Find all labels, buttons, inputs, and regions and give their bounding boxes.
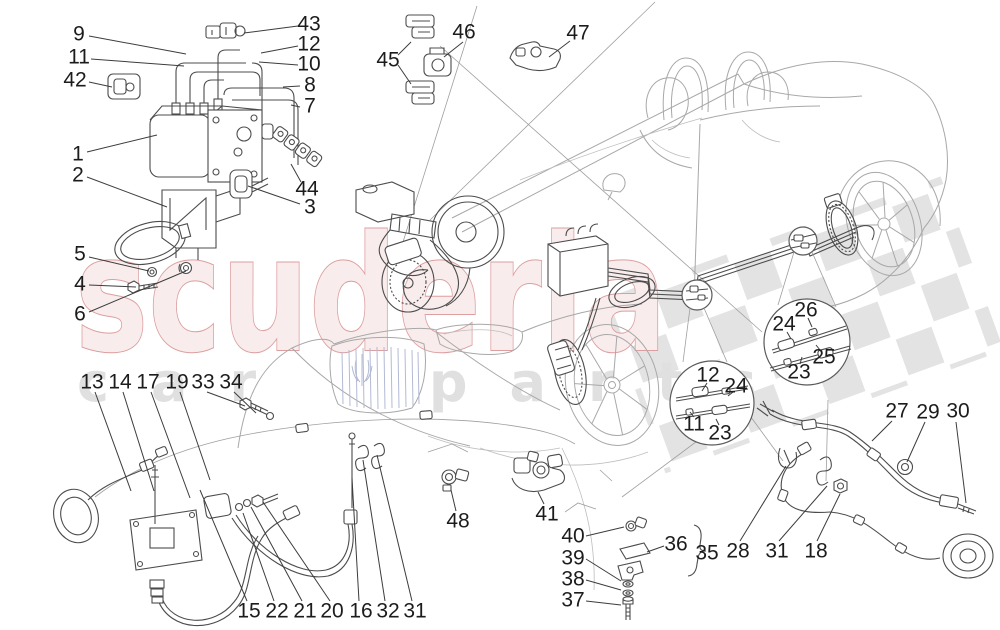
band-clamp	[114, 221, 192, 265]
fluid-reservoir	[355, 181, 415, 223]
detail-views	[669, 226, 852, 446]
abs-unit-exploded	[107, 22, 323, 294]
master-cylinder	[389, 213, 437, 239]
bracket-41	[511, 450, 566, 493]
sensor-pin	[151, 465, 159, 524]
clip-46	[423, 47, 452, 77]
washer-5	[146, 266, 158, 278]
gasket-3	[229, 169, 253, 199]
grouping-brace-35	[687, 524, 707, 577]
side-mirror	[602, 173, 626, 201]
front-wheel	[564, 324, 660, 446]
clip-45-lower	[405, 80, 435, 105]
clip-31	[371, 442, 385, 470]
bushing-6	[178, 261, 193, 275]
rear-brake-disc	[823, 193, 859, 256]
plate-36	[619, 542, 651, 560]
clip-42	[107, 73, 141, 100]
nut-18	[833, 478, 848, 494]
clip-45-upper	[405, 14, 435, 39]
clip-32	[355, 444, 369, 472]
hose-union-block	[203, 492, 279, 519]
front-hose-assembly	[53, 397, 576, 627]
grommet-29	[896, 458, 914, 476]
watermark-scuderia: scuderia	[75, 201, 667, 388]
abs-unit-in-car	[547, 223, 656, 309]
clip-31-rear	[816, 456, 832, 486]
clip-28	[777, 447, 798, 469]
clamp-chain-44	[272, 126, 323, 168]
hose-27-threaded-tip	[756, 400, 775, 417]
grille-slats	[341, 346, 420, 410]
headlight	[435, 323, 523, 355]
pipe-clips	[405, 14, 561, 105]
bolt-20	[251, 494, 264, 508]
washer-21	[234, 502, 244, 512]
grille-outline	[329, 337, 426, 414]
vacuum-booster	[431, 195, 505, 269]
abs-hydraulic-unit	[149, 105, 274, 183]
detail-circle-fittings-a	[669, 360, 755, 446]
washer-38	[622, 589, 634, 597]
rear-hose-assembly	[756, 400, 994, 579]
front-brake-caliper	[547, 339, 587, 405]
bracket-39-target	[617, 560, 644, 581]
pipe-junction-marker-a	[681, 279, 713, 311]
trident-emblem	[351, 354, 373, 386]
mid-clips-group	[441, 450, 707, 620]
clip-40	[625, 516, 648, 532]
washer-39	[622, 580, 634, 588]
bolt-37	[622, 596, 634, 620]
hose-27-end-fitting	[957, 503, 977, 515]
leader-lines	[86, 25, 967, 606]
rear-hub-rings	[942, 533, 994, 579]
connector-43	[205, 22, 246, 39]
bracket-47	[509, 41, 561, 72]
brake-actuation-group	[355, 181, 875, 351]
pin-16	[349, 438, 355, 508]
washer-22	[242, 498, 252, 508]
car-line-art	[237, 51, 948, 591]
roll-bars	[662, 51, 771, 121]
backing-plate	[129, 509, 203, 571]
washer-34	[265, 411, 275, 421]
clip-48	[441, 468, 470, 492]
